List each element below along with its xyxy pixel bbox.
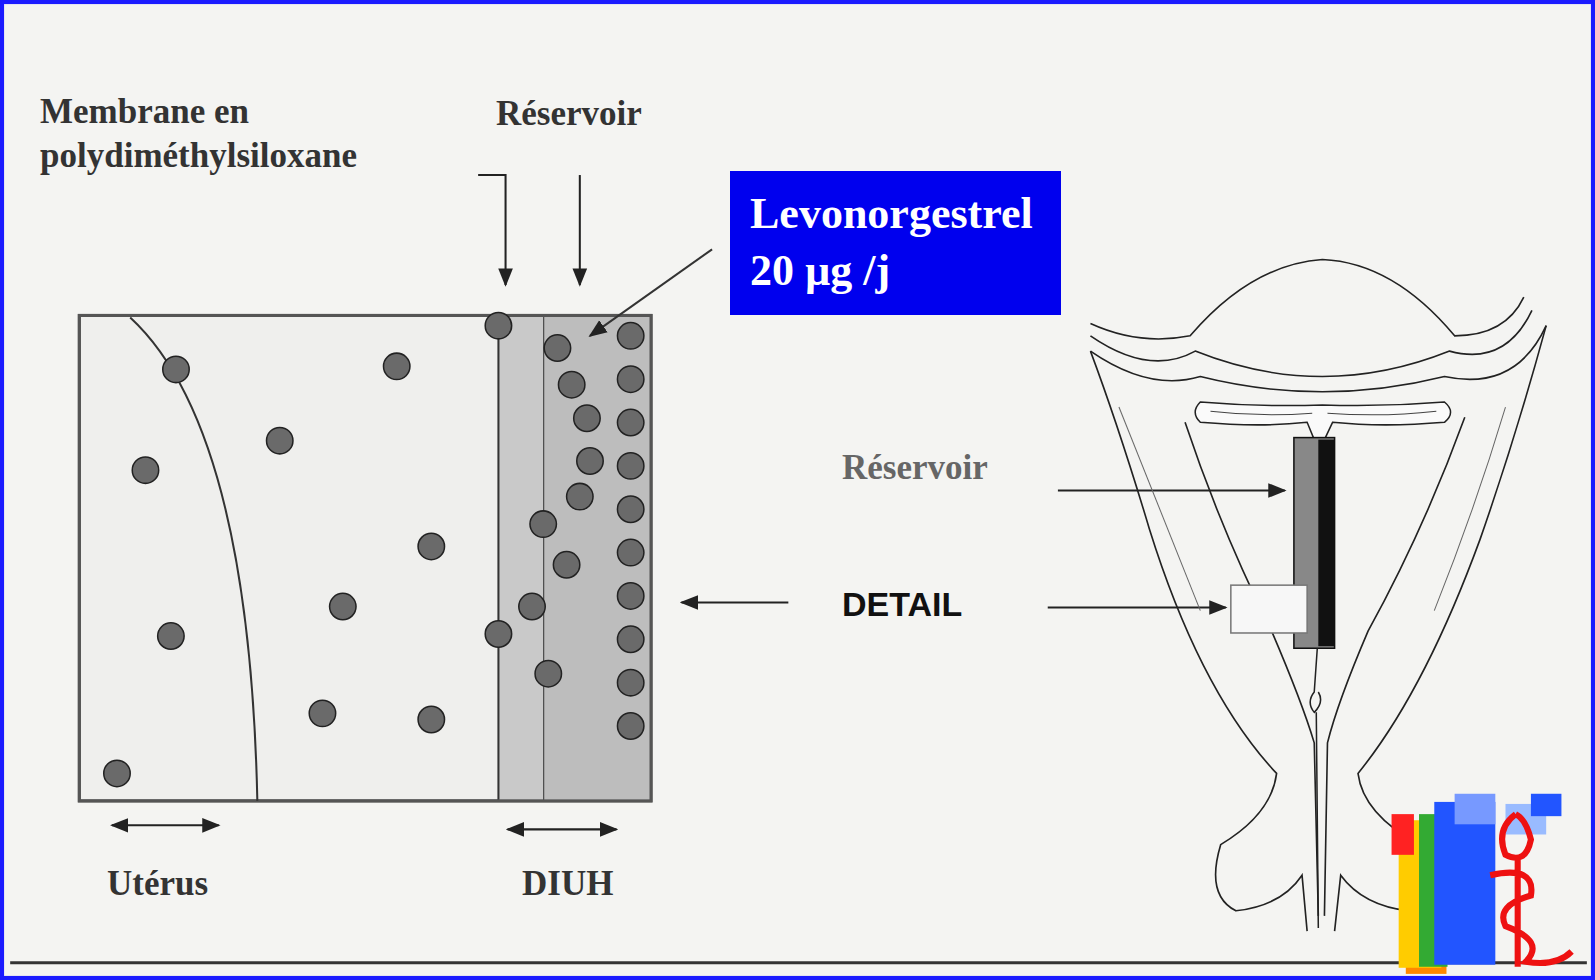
hormone-dot [535, 660, 561, 686]
hormone-dot [617, 323, 643, 349]
hormone-dot [617, 496, 643, 522]
leader-line [478, 175, 505, 285]
hormone-dot [163, 356, 189, 382]
hormone-dot [574, 405, 600, 431]
hormone-dot [617, 713, 643, 739]
hormone-dot [617, 453, 643, 479]
hormone-dot [485, 312, 511, 338]
hormone-dot [519, 593, 545, 619]
hormone-dot [267, 427, 293, 453]
node-text: Levonorgestrel 20 µg /j [750, 185, 1045, 299]
detail-box [79, 312, 651, 800]
hormone-dot [567, 483, 593, 509]
leader-line [590, 249, 712, 336]
hormone-dot [617, 669, 643, 695]
hormone-dot [418, 533, 444, 559]
hormone-dot [558, 371, 584, 397]
hormone-dot [132, 457, 158, 483]
logo [1392, 794, 1572, 974]
hormone-dot [418, 706, 444, 732]
dimension-arrow [112, 824, 219, 826]
hormone-dot [617, 583, 643, 609]
hormone-dot [617, 409, 643, 435]
hormone-dot [617, 366, 643, 392]
hormone-dot [577, 448, 603, 474]
dimension-label: DIUH [522, 862, 613, 906]
membrane-band [498, 315, 544, 800]
part-label: Membrane en polydiméthylsiloxane [40, 90, 470, 178]
leader-line [579, 175, 581, 285]
callout-box: Levonorgestrel 20 µg /j [730, 171, 1061, 315]
uterus-boundary [130, 318, 257, 801]
leader-line [1058, 489, 1285, 491]
hormone-dot [104, 760, 130, 786]
thread [1310, 648, 1320, 928]
hormone-dot [309, 700, 335, 726]
hormone-dot [383, 353, 409, 379]
dimension-arrow [508, 828, 617, 830]
reservoir-band [544, 315, 651, 800]
part-label: DETAIL [842, 583, 962, 626]
hormone-dot [617, 626, 643, 652]
hormone-dot [485, 621, 511, 647]
hormone-dot [553, 552, 579, 578]
hormone-dot [530, 511, 556, 537]
hormone-dot [330, 593, 356, 619]
hormone-dot [544, 335, 570, 361]
leader-line [682, 601, 789, 603]
hormone-dot [158, 623, 184, 649]
iud [1195, 402, 1450, 928]
hormone-dots [104, 312, 644, 786]
dimension-label: Utérus [107, 862, 208, 906]
hormone-dot [617, 539, 643, 565]
detail-marker [1231, 585, 1307, 633]
base-rule [10, 961, 1587, 964]
part-label: Réservoir [842, 446, 988, 490]
part-label: Réservoir [496, 92, 642, 136]
